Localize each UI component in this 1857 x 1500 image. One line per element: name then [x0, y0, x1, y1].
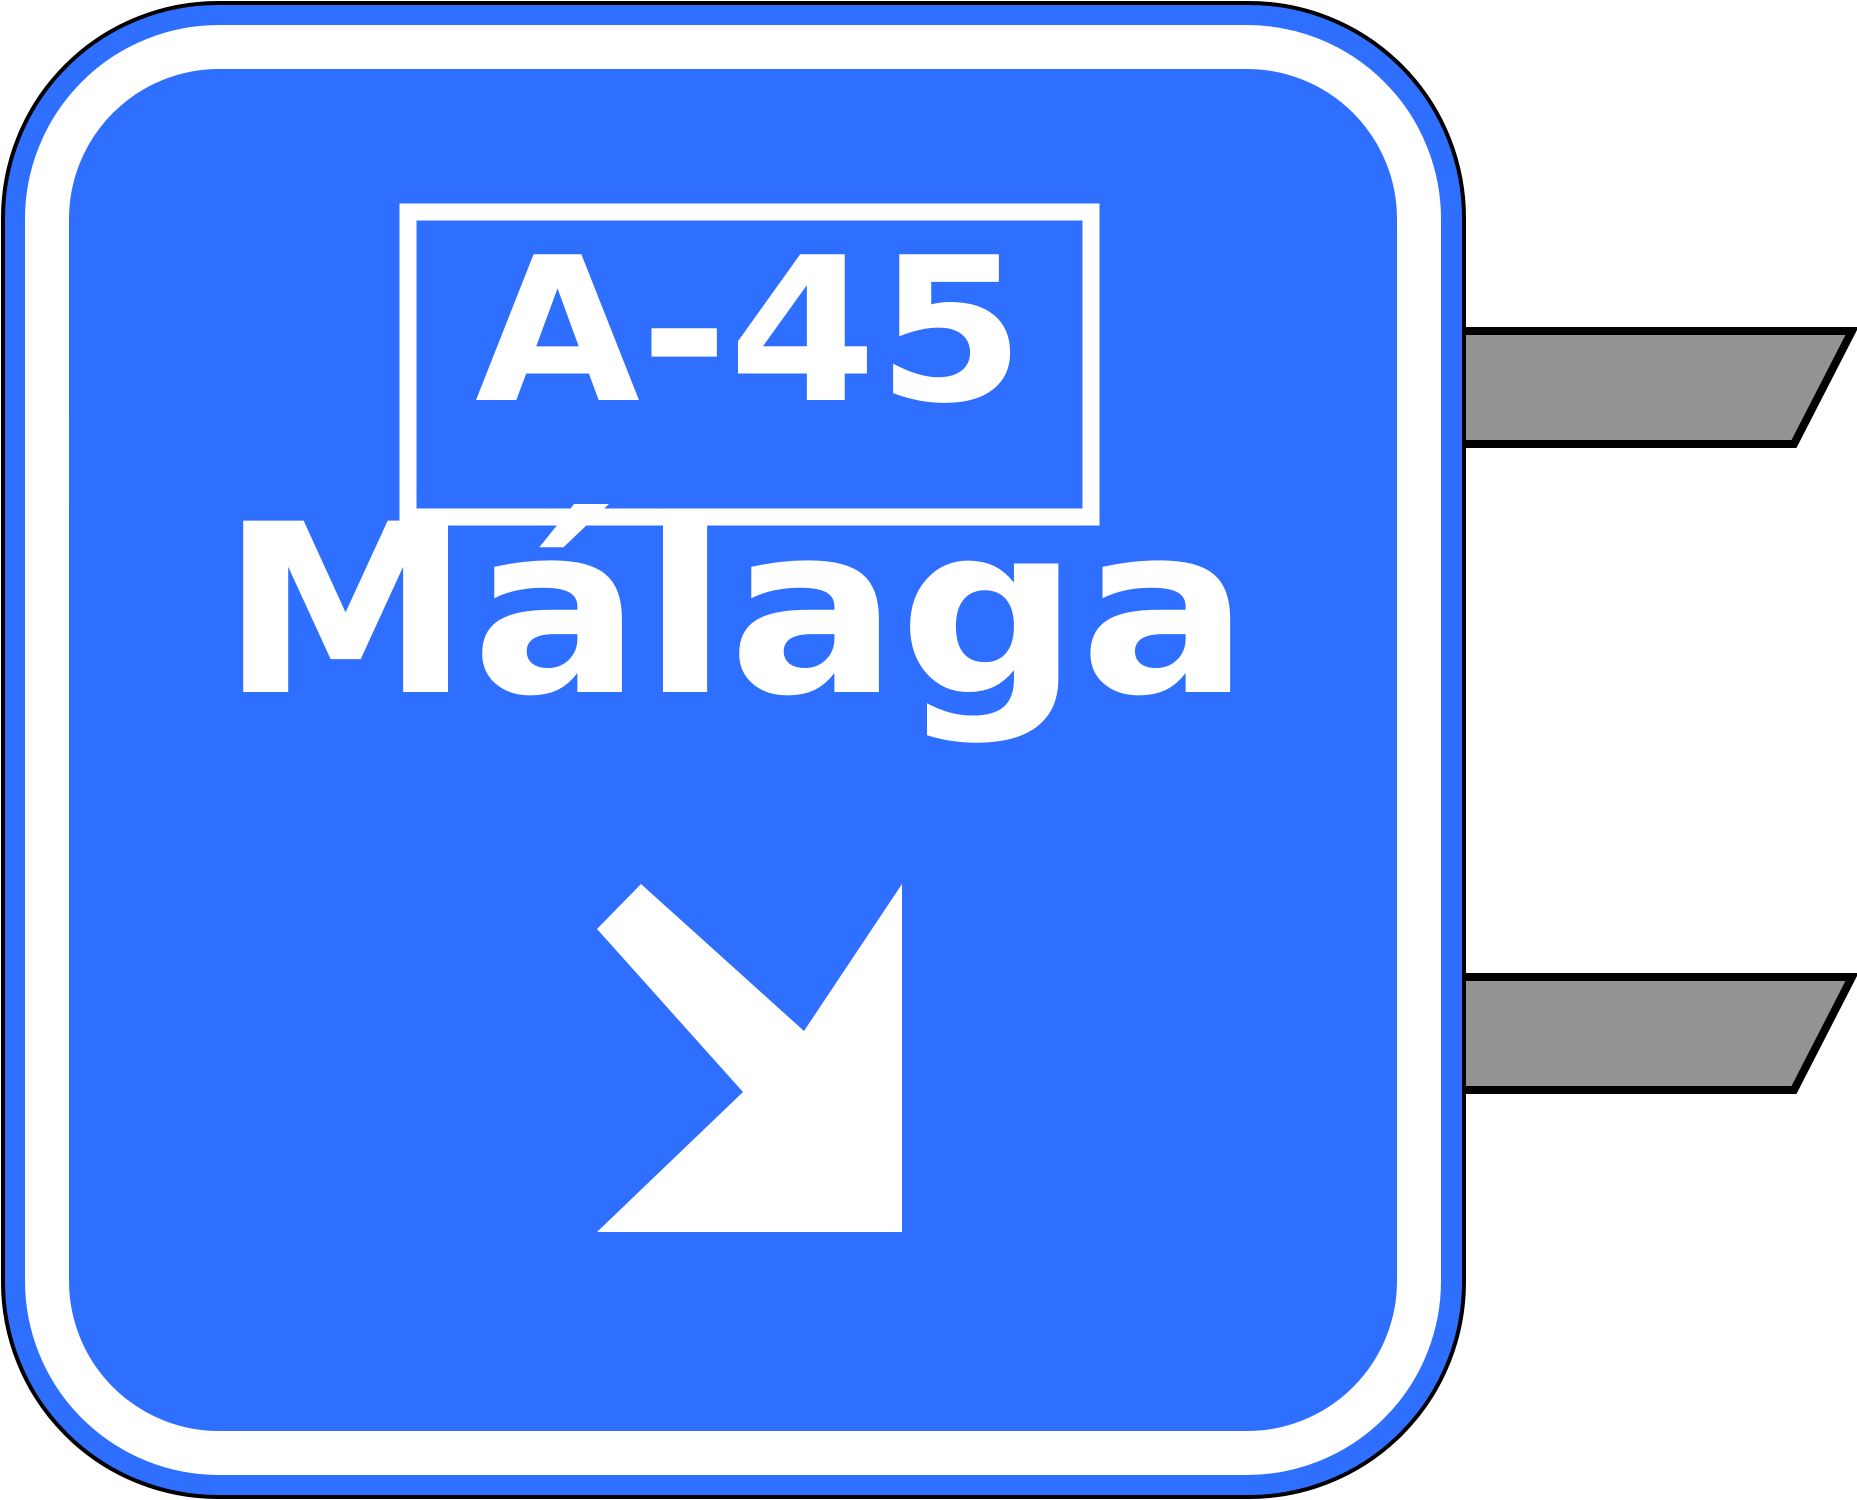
- route-code-box: [399, 203, 1100, 526]
- top-mounting-bracket: [1458, 327, 1857, 448]
- arrow-down-right-icon: [597, 884, 902, 1232]
- route-code: A-45: [475, 215, 1025, 448]
- destination-name: Málaga: [220, 475, 1250, 748]
- sign-border: [25, 25, 1441, 1475]
- bottom-mounting-bracket: [1458, 973, 1857, 1094]
